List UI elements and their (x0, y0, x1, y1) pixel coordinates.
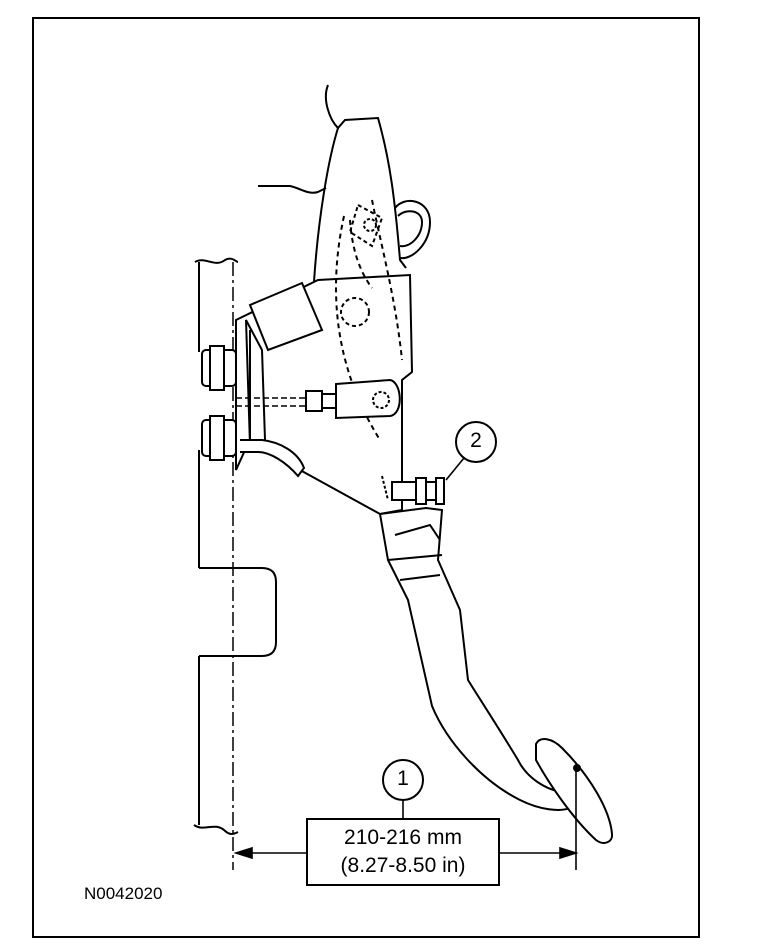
callout-2-number: 2 (470, 429, 482, 452)
figure-frame (32, 17, 700, 938)
callout-1-circle (382, 759, 424, 801)
dimension-label-box: 210-216 mm (8.27-8.50 in) (306, 818, 500, 886)
callout-1-number: 1 (397, 767, 409, 790)
dimension-imperial: (8.27-8.50 in) (340, 854, 466, 877)
callout-2-circle (455, 421, 497, 463)
dash-panel (193, 257, 277, 870)
bracket-tab (240, 439, 306, 478)
mounting-studs (201, 345, 237, 461)
pedal-pad (535, 738, 614, 844)
dimension-line (233, 770, 579, 870)
dimension-metric: 210-216 mm (344, 826, 462, 849)
stoplamp-switch (381, 475, 445, 505)
push-rod (236, 378, 401, 420)
callout-2-leader (445, 457, 465, 481)
figure-id: N0042020 (84, 884, 163, 903)
